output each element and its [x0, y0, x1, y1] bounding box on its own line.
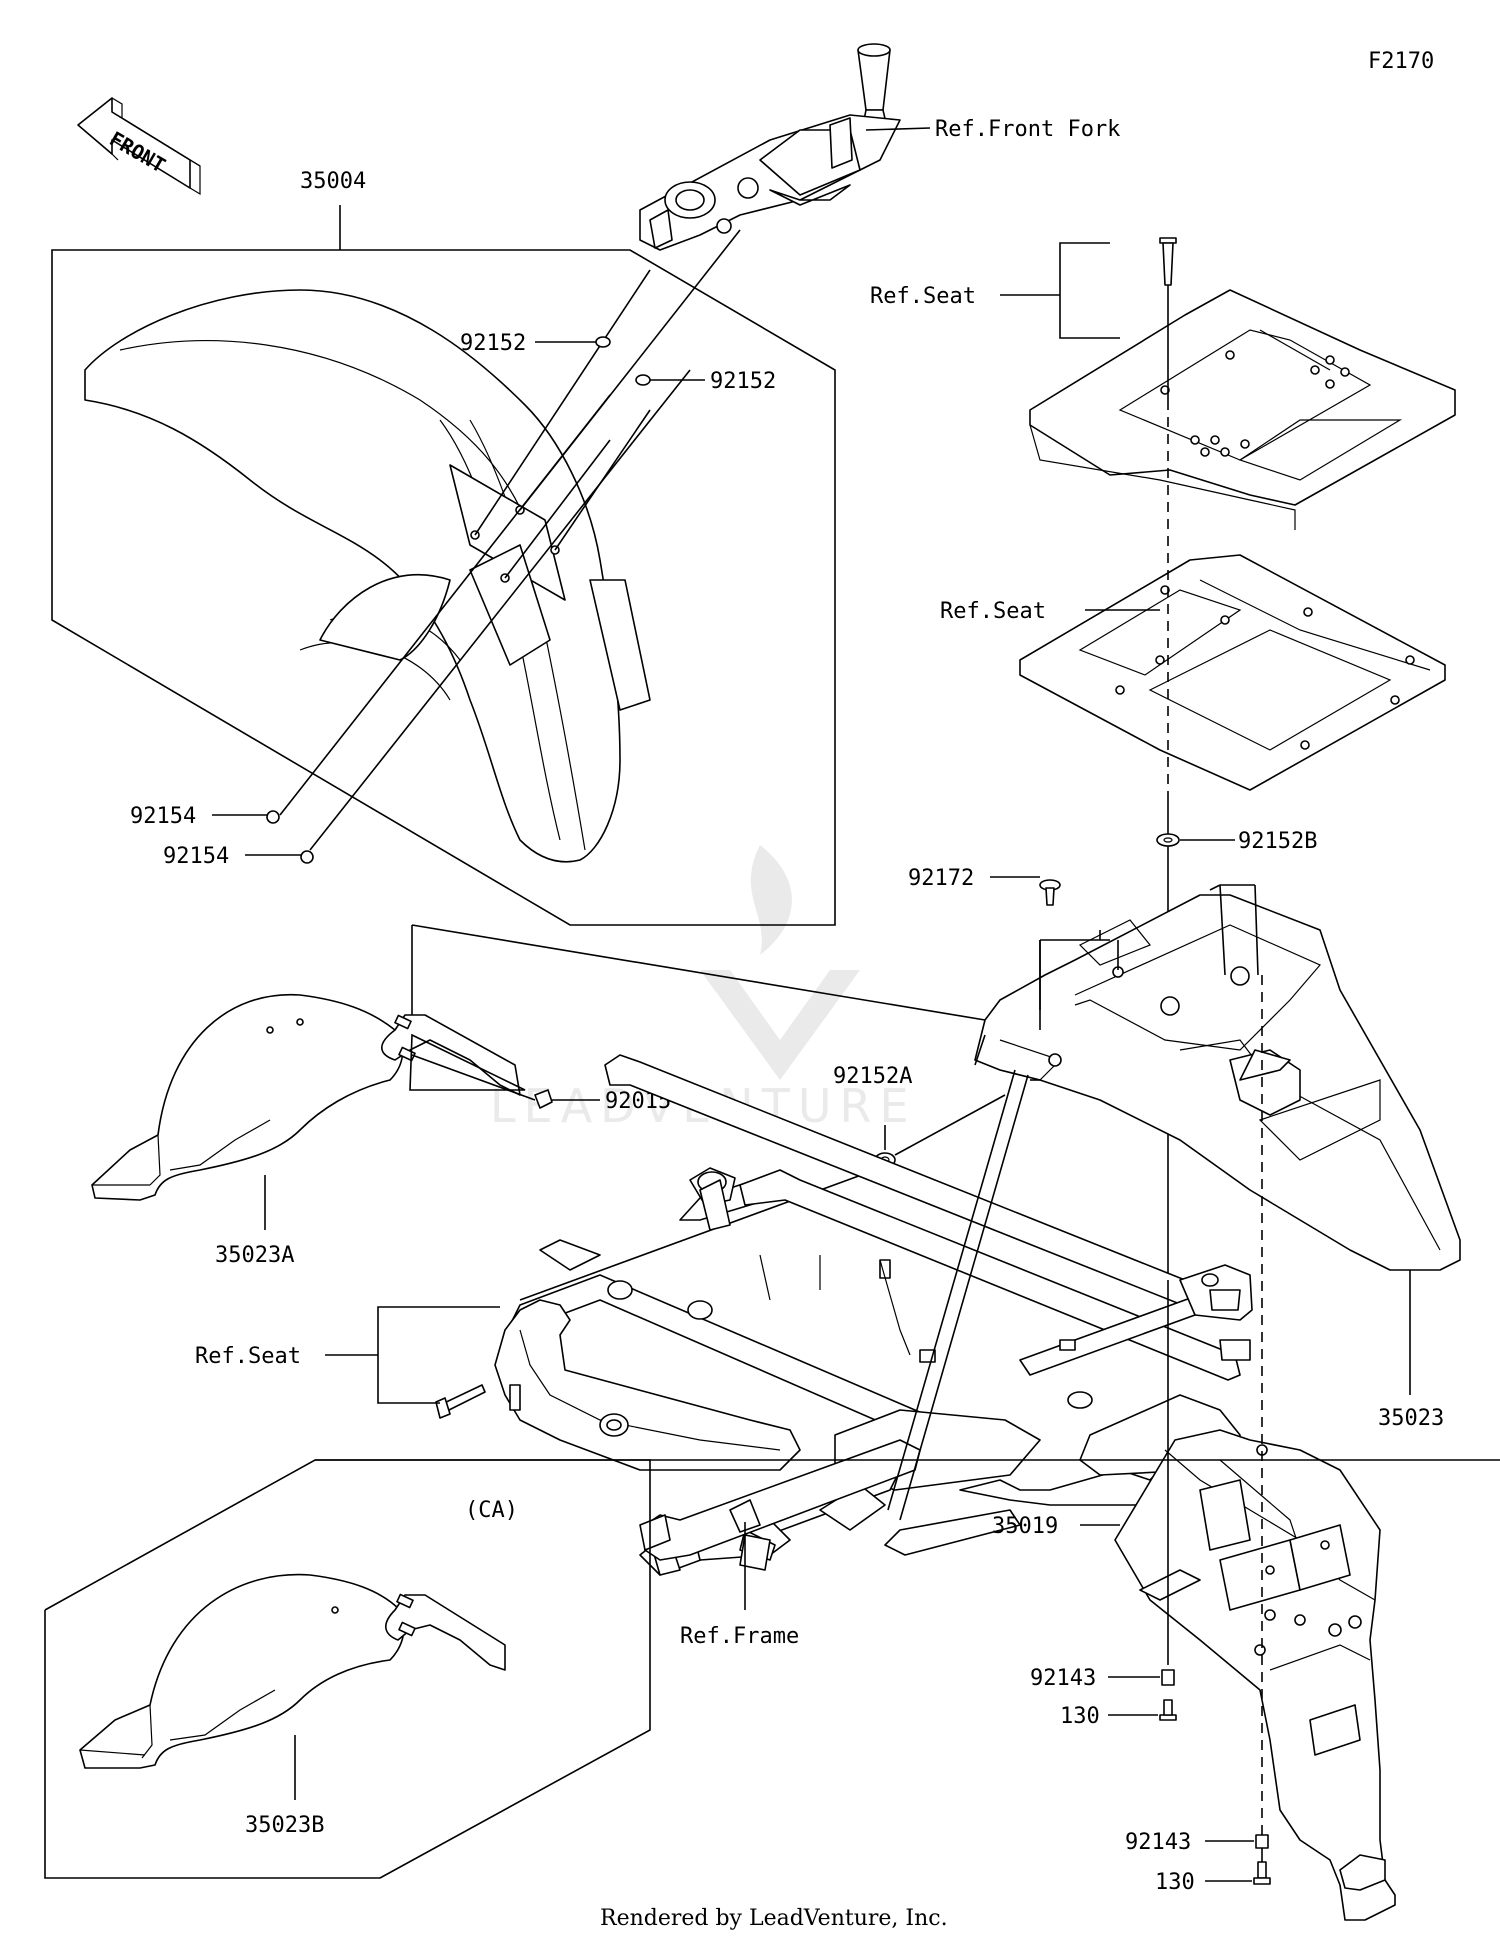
- label-92154-b: 92154: [163, 844, 229, 869]
- label-ref-seat-1: Ref.Seat: [870, 284, 976, 309]
- label-92172: 92172: [908, 866, 974, 891]
- clip-92015: [534, 1089, 600, 1109]
- label-92152-b: 92152: [710, 369, 776, 394]
- label-ref-seat-3: Ref.Seat: [195, 1344, 301, 1369]
- bolt-ref-seat-3: [435, 1384, 486, 1419]
- label-35023A: 35023A: [215, 1243, 294, 1268]
- bolt-130-b: [1205, 1861, 1271, 1885]
- label-92143-a: 92143: [1030, 1666, 1096, 1691]
- label-92143-b: 92143: [1125, 1830, 1191, 1855]
- bolt-130-a: [1108, 1699, 1177, 1721]
- washer-92152-b: [635, 374, 705, 386]
- front-fender-35004: [84, 289, 651, 863]
- frame-rail: [639, 1439, 921, 1571]
- label-35004: 35004: [300, 169, 366, 194]
- mudguard-35023A: [91, 993, 521, 1201]
- label-130-a: 130: [1060, 1704, 1100, 1729]
- label-92152B: 92152B: [1238, 829, 1317, 854]
- bracket-ref-seat-1: [1059, 242, 1120, 339]
- diagram-code: F2170: [1368, 49, 1434, 74]
- clip-outline-92015: [409, 1033, 526, 1091]
- collar-92143-b: [1205, 1834, 1269, 1849]
- front-fender-callout-box: [51, 249, 836, 926]
- fender-bolt-leaders: [279, 229, 741, 851]
- bolt-92154-b: [245, 850, 314, 864]
- grab-rail: [494, 1299, 801, 1471]
- seat-base-upper: [1029, 237, 1456, 530]
- seat-pan-lower: [1019, 554, 1446, 791]
- label-130-b: 130: [1155, 1870, 1195, 1895]
- label-92154-a: 92154: [130, 804, 196, 829]
- ca-callout-box: [44, 1459, 651, 1879]
- bolt-92154-a: [212, 810, 280, 824]
- label-35019: 35019: [992, 1514, 1058, 1539]
- front-arrow-icon: FRONT: [77, 97, 201, 196]
- label-ref-front-fork: Ref.Front Fork: [935, 117, 1120, 142]
- washer-92152-a: [535, 336, 611, 348]
- label-35023B: 35023B: [245, 1813, 324, 1838]
- label-ref-seat-2: Ref.Seat: [940, 599, 1046, 624]
- variant-note-ca: (CA): [465, 1498, 518, 1523]
- screw-92172: [990, 876, 1061, 906]
- rear-flap-35019: [1114, 1429, 1396, 1921]
- label-ref-frame: Ref.Frame: [680, 1624, 799, 1649]
- rear-subframe: [509, 1054, 1253, 1576]
- collar-92143-a: [1108, 1669, 1175, 1686]
- rear-fender-35023: [974, 894, 1461, 1271]
- front-fork-assembly: [639, 43, 931, 251]
- label-92152-a: 92152: [460, 331, 526, 356]
- footer-credit: Rendered by LeadVenture, Inc.: [600, 1906, 948, 1931]
- washer-92152B: [1156, 833, 1235, 847]
- label-35023: 35023: [1378, 1406, 1444, 1431]
- mudguard-35023B: [79, 1573, 506, 1769]
- label-92152A: 92152A: [833, 1064, 912, 1089]
